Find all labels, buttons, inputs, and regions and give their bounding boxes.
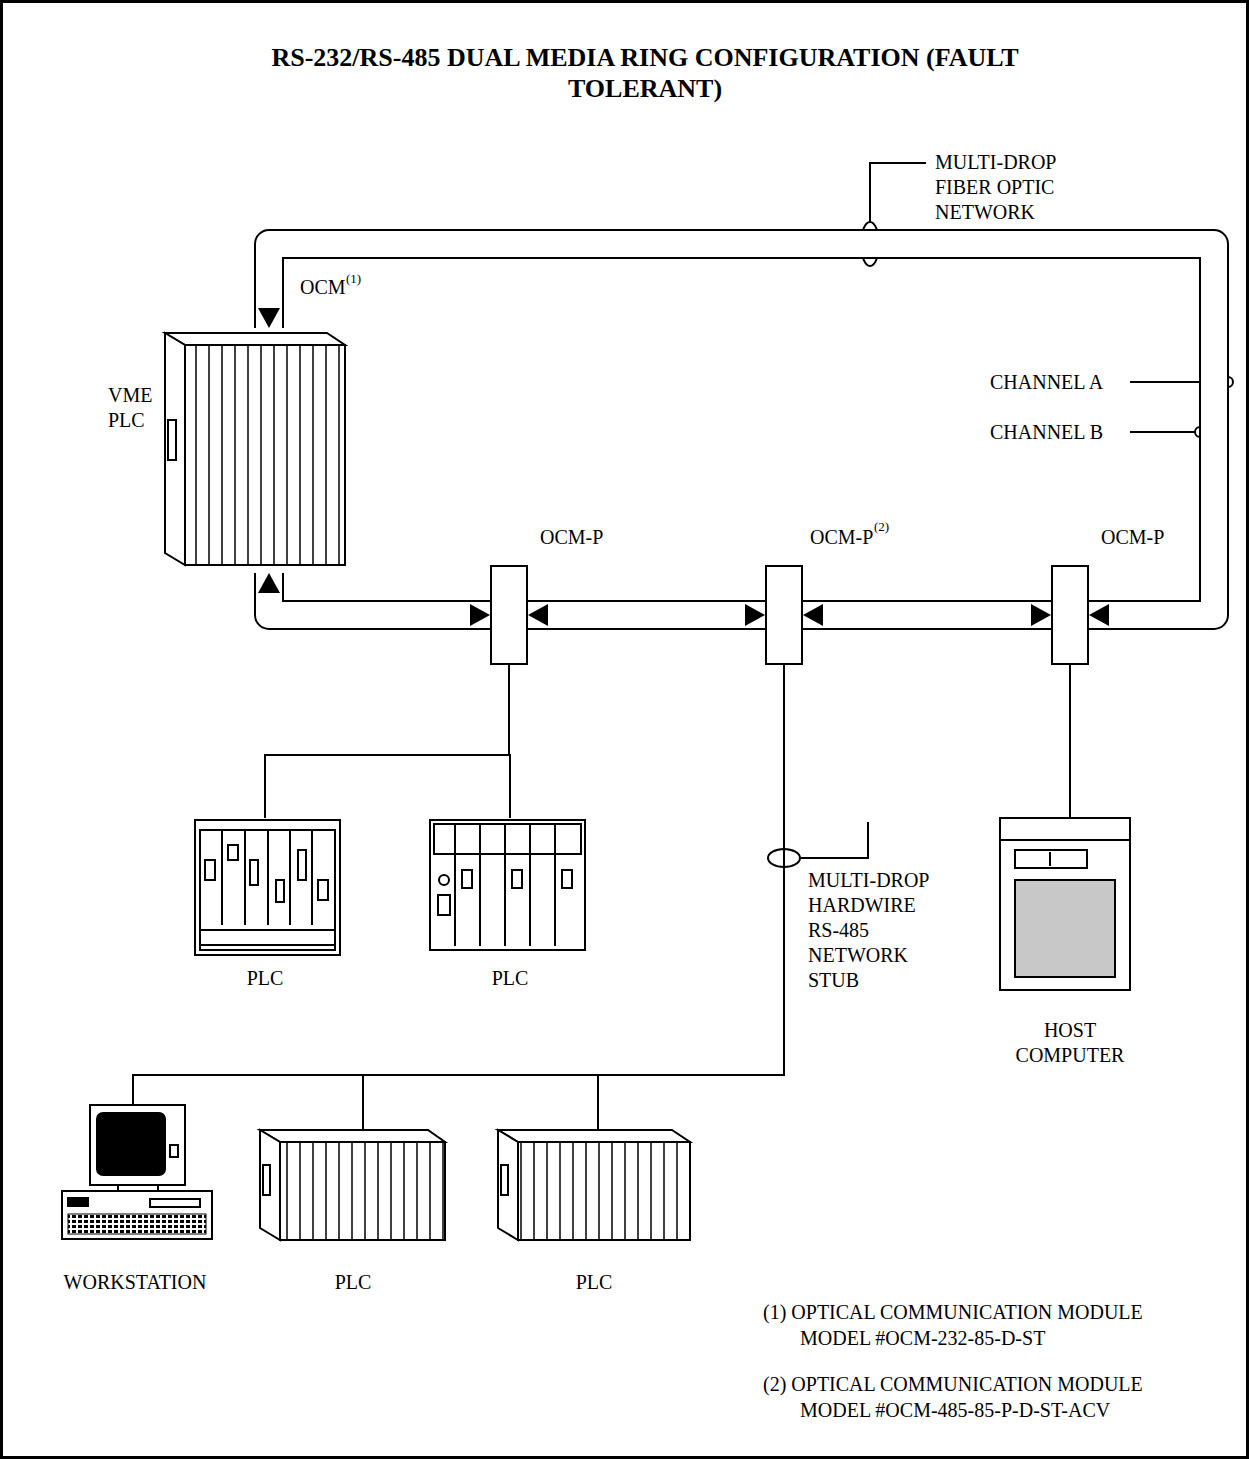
rs485-wire — [509, 665, 510, 818]
node-label: PLC — [185, 966, 345, 991]
annotation-label: (1) — [346, 271, 361, 287]
node-label: PLC — [496, 1270, 692, 1295]
wire — [1069, 665, 1071, 818]
annotation-label: MODEL #OCM-485-85-P-D-ST-ACV — [800, 1398, 1110, 1423]
node-label: HOST COMPUTER — [995, 1018, 1145, 1068]
node-label: OCM-P — [1101, 525, 1164, 550]
ocm-p-module: OCM-P — [1051, 565, 1089, 665]
node-label: OCM-P — [540, 525, 603, 550]
node-label: PLC — [258, 1270, 448, 1295]
annotation-label: (2) — [874, 519, 889, 535]
annotation-label: OCM — [300, 275, 346, 300]
arrowhead — [745, 604, 765, 626]
plc-rack — [498, 1130, 690, 1240]
vme-rack — [165, 333, 345, 565]
node-label: VME PLC — [108, 383, 168, 433]
node-label: WORKSTATION — [40, 1270, 230, 1295]
rs485-wire — [133, 665, 784, 1105]
fiber-optic-link — [803, 604, 1051, 626]
rs485-wire — [265, 665, 509, 818]
wire — [598, 665, 784, 1130]
node-label: PLC — [430, 966, 590, 991]
annotation-label: (1) OPTICAL COMMUNICATION MODULE — [763, 1300, 1143, 1325]
annotation-label: MULTI-DROP HARDWIRE RS-485 NETWORK STUB — [808, 868, 948, 993]
fiber-inner — [269, 244, 1214, 615]
annotation-label: MULTI-DROP FIBER OPTIC NETWORK — [935, 150, 1085, 225]
fiber-inner — [803, 602, 1051, 628]
annotation-label: MODEL #OCM-232-85-D-ST — [800, 1326, 1045, 1351]
workstation-computer — [62, 1105, 212, 1239]
plc-rack — [430, 820, 585, 950]
annotation-label: CHANNEL A — [990, 370, 1103, 395]
plc: PLC — [185, 818, 345, 998]
arrowhead — [528, 604, 548, 626]
fiber-inner — [528, 602, 765, 628]
arrowhead — [803, 604, 823, 626]
rs485-wire — [363, 665, 784, 1130]
wire — [265, 665, 509, 818]
vme-plc: VME PLC — [105, 328, 355, 573]
annotation-label: CHANNEL B — [990, 420, 1103, 445]
host-computer: HOST COMPUTER — [995, 818, 1145, 1073]
fiber-optic-link — [528, 604, 765, 626]
fiber-outer — [528, 600, 765, 630]
node-label: OCM-P — [810, 525, 873, 550]
plc-rack — [195, 820, 340, 955]
workstation: WORKSTATION — [40, 1105, 230, 1300]
arrowhead — [1089, 604, 1109, 626]
arrowhead — [258, 573, 280, 593]
plc: PLC — [496, 1130, 692, 1300]
computer-tower — [1000, 818, 1130, 990]
ocm-p-module: OCM-P — [490, 565, 528, 665]
leader-lines — [768, 163, 1233, 867]
wire — [133, 665, 784, 1105]
wire — [509, 665, 510, 818]
fiber-optic-link — [258, 573, 490, 626]
rs485-wire — [598, 665, 784, 1130]
plc: PLC — [430, 818, 590, 998]
diagram-title: RS-232/RS-485 DUAL MEDIA RING CONFIGURAT… — [230, 42, 1060, 104]
annotation-label: (2) OPTICAL COMMUNICATION MODULE — [763, 1372, 1143, 1397]
arrowhead — [1031, 604, 1051, 626]
arrowhead — [470, 604, 490, 626]
fiber-outer — [269, 244, 1214, 615]
fiber-outer — [269, 573, 490, 615]
ocm-p-module: OCM-P — [765, 565, 803, 665]
wire — [363, 665, 784, 1130]
rs485-wire — [1070, 665, 1071, 818]
fiber-inner — [269, 573, 490, 615]
fiber-outer — [803, 600, 1051, 630]
plc: PLC — [258, 1130, 448, 1300]
plc-rack — [260, 1130, 445, 1240]
arrowhead — [258, 308, 280, 328]
